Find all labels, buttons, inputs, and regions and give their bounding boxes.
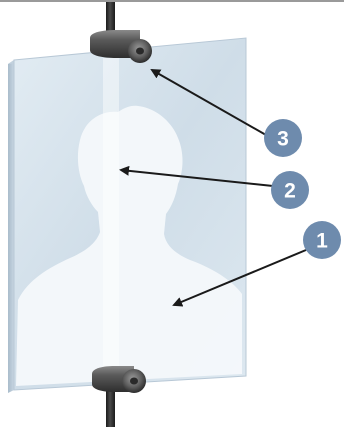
glass-rod-highlight — [103, 58, 119, 378]
top-clamp — [90, 30, 152, 63]
callout-3-label: 3 — [277, 128, 289, 151]
callout-3: 3 — [264, 119, 302, 157]
silhouette — [16, 105, 242, 386]
callout-2: 2 — [271, 171, 309, 209]
top-rule — [0, 0, 344, 2]
arrow-2 — [119, 165, 274, 187]
bottom-clamp — [92, 366, 146, 393]
callout-2-label: 2 — [284, 180, 296, 203]
arrow-3 — [150, 69, 267, 136]
callout-1-label: 1 — [316, 230, 328, 253]
arrow-1 — [172, 249, 307, 307]
glass-panel-edge — [8, 60, 14, 393]
callout-1: 1 — [303, 221, 341, 259]
